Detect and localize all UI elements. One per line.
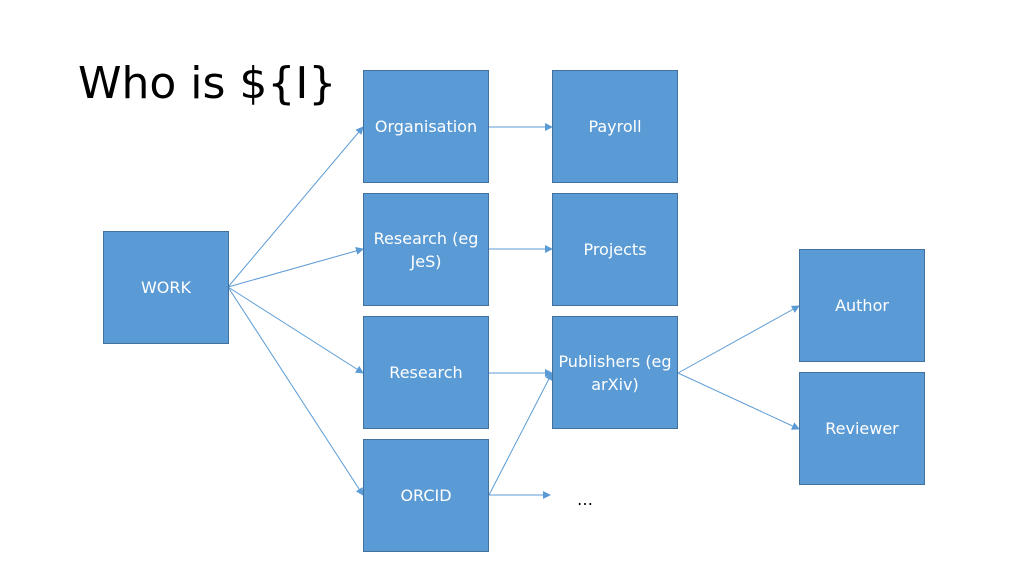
edge-work-research (227, 286, 364, 374)
edge-work-orcid (227, 286, 364, 496)
node-work: WORK (103, 231, 229, 344)
node-reviewer-label: Reviewer (825, 419, 899, 438)
node-orcid-label: ORCID (400, 486, 452, 505)
edge-orcid-publishers (488, 372, 553, 496)
node-author: Author (799, 249, 925, 362)
node-orcid: ORCID (363, 439, 489, 552)
node-work-label: WORK (140, 278, 192, 297)
node-research-jes-label: Research (eg JeS) (373, 228, 479, 271)
node-research-label: Research (389, 363, 463, 382)
node-projects-label: Projects (583, 240, 647, 259)
node-author-label: Author (835, 296, 889, 315)
node-payroll-label: Payroll (588, 117, 642, 136)
edge-publishers-author (677, 305, 800, 374)
edge-publishers-reviewer (677, 372, 800, 430)
node-publishers-label: Publishers (eg arXiv) (558, 351, 672, 394)
edge-work-research-jes (227, 247, 364, 288)
node-research-jes: Research (eg JeS) (363, 193, 489, 306)
ellipsis-label: … (577, 490, 593, 509)
node-organisation-label: Organisation (374, 117, 478, 136)
node-research: Research (363, 316, 489, 429)
node-payroll: Payroll (552, 70, 678, 183)
node-projects: Projects (552, 193, 678, 306)
edge-work-organisation (227, 126, 364, 288)
node-organisation: Organisation (363, 70, 489, 183)
node-publishers: Publishers (eg arXiv) (552, 316, 678, 429)
slide-title: Who is ${I} (78, 58, 337, 109)
node-reviewer: Reviewer (799, 372, 925, 485)
